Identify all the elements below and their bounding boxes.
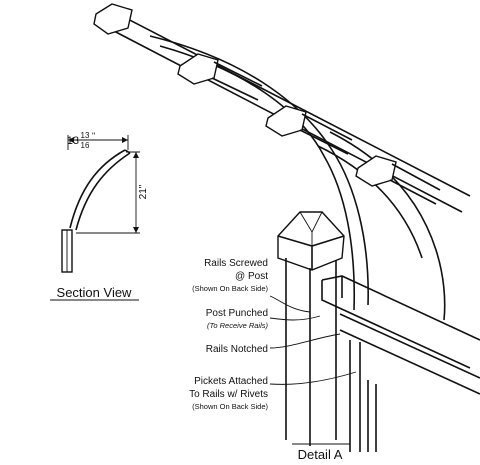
detail-a-diagram <box>269 211 480 452</box>
width-numerator-text: 13 <box>81 131 90 140</box>
rafter-curve-back-inner <box>317 145 423 259</box>
lower-rail-bottom <box>339 329 480 395</box>
rafter-end-2 <box>177 53 263 101</box>
leader-post-punched <box>269 315 321 321</box>
callout-post-punched: Post Punched (To Receive Rails) <box>206 308 269 330</box>
callout-post-punched-note: (To Receive Rails) <box>207 321 268 330</box>
callout-pickets-main2: To Rails w/ Rivets <box>189 389 268 400</box>
post-cap-pyramid <box>299 211 323 246</box>
height-label: 21" <box>138 184 149 199</box>
callout-rails-screwed-note: (Shown On Back Side) <box>192 284 268 293</box>
profile-curve-inner <box>75 152 131 231</box>
width-inch-mark: " <box>92 131 95 141</box>
callout-rails-notched: Rails Notched <box>206 344 268 355</box>
callout-post-punched-main: Post Punched <box>206 308 268 319</box>
callout-pickets-main: Pickets Attached <box>194 376 268 387</box>
width-whole-text: 13 <box>67 135 79 147</box>
leader-rails-screwed <box>269 295 311 313</box>
callout-rails-screwed-main: Rails Screwed <box>204 258 268 269</box>
picket-1 <box>349 340 361 452</box>
detail-a-title: Detail A <box>298 447 343 462</box>
rafter-curve-inner <box>159 45 356 311</box>
width-arrows <box>68 137 128 143</box>
rafter-curve-back-outer <box>329 131 446 321</box>
width-denominator-text: 16 <box>81 141 90 150</box>
rafter-end-1 <box>93 3 133 35</box>
leader-pickets-attached <box>269 371 357 385</box>
callout-rails-notched-main: Rails Notched <box>206 344 268 355</box>
rafter-end-3 <box>265 105 353 155</box>
callout-rails-screwed-main2: @ Post <box>235 271 268 282</box>
leader-rails-notched <box>269 333 341 349</box>
profile-curve-outer <box>69 149 126 229</box>
arbor-top-structure <box>93 3 471 321</box>
lower-rail-top <box>339 313 480 379</box>
section-view-title: Section View <box>57 285 133 300</box>
section-view-diagram <box>50 135 140 301</box>
upper-rail-front <box>321 280 471 369</box>
height-ext-lines <box>76 151 140 234</box>
post-cap <box>277 211 345 271</box>
picket-2 <box>367 380 377 452</box>
callout-pickets-note: (Shown On Back Side) <box>192 402 268 411</box>
upper-rail-top <box>321 275 480 341</box>
callout-pickets-attached: Pickets Attached To Rails w/ Rivets (Sho… <box>189 376 268 411</box>
callout-rails-screwed: Rails Screwed @ Post (Shown On Back Side… <box>192 258 268 293</box>
rafter-end-4 <box>355 155 441 205</box>
